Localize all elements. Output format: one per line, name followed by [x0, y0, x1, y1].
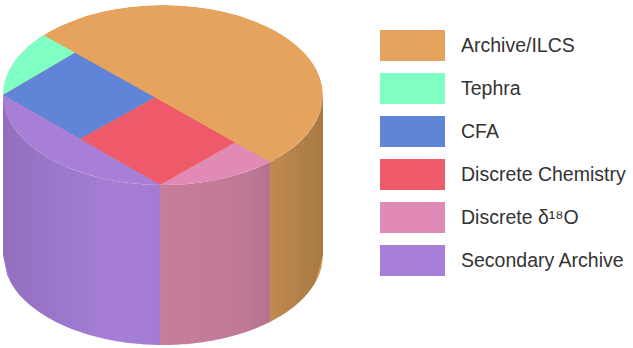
isotope-section	[160, 142, 330, 282]
legend-swatch	[380, 202, 445, 233]
legend-row: Tephra	[380, 67, 626, 110]
legend-swatch	[380, 73, 445, 104]
legend-swatch	[380, 116, 445, 147]
legend-row: Discrete Chemistry	[380, 153, 626, 196]
legend-swatch	[380, 245, 445, 276]
legend: Archive/ILCS TephraCFA Discrete ChemistryD…	[380, 24, 626, 282]
legend-row: CFA	[380, 110, 626, 153]
legend-label: Tephra	[461, 77, 521, 100]
legend-swatch	[380, 30, 445, 61]
legend-label: Secondary Archive	[461, 249, 624, 272]
core-top	[0, 0, 330, 320]
legend-row: Secondary Archive	[380, 239, 626, 282]
legend-swatch	[380, 159, 445, 190]
legend-label: CFA	[461, 120, 499, 143]
legend-label: Discrete Chemistry	[461, 163, 626, 186]
legend-row: Archive/ILCS	[380, 24, 626, 67]
legend-row: Discrete δ¹⁸O	[380, 196, 626, 239]
legend-label: Archive/ILCS	[461, 34, 575, 57]
legend-label: Discrete δ¹⁸O	[461, 206, 579, 229]
secondary-archive-section	[0, 82, 330, 320]
